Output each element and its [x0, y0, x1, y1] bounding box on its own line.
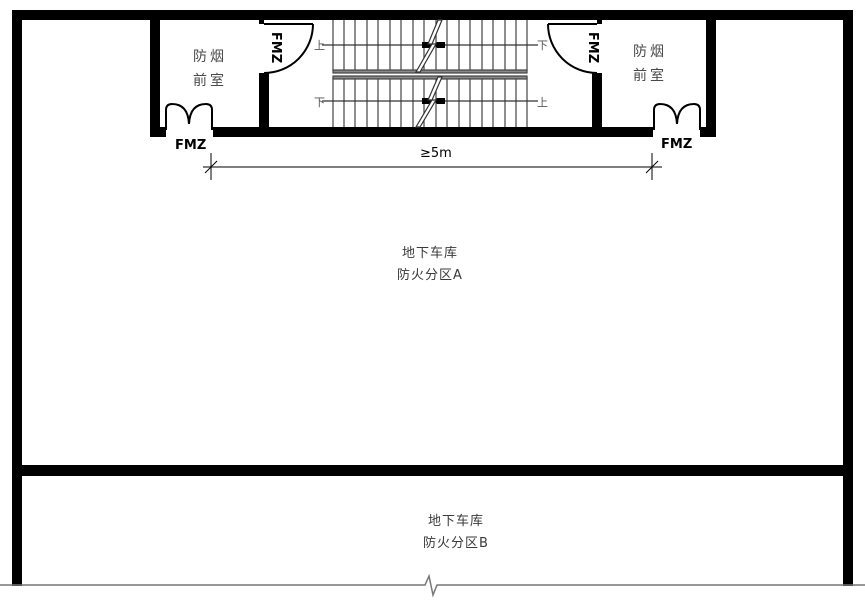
door-tag-right-bottom: FMZ	[661, 137, 693, 152]
zone-a-line2: 防火分区A	[397, 268, 463, 283]
zone-b-label: 地下车库 防火分区B	[386, 511, 526, 555]
stair-dir-upper-right: 下	[537, 39, 548, 52]
stair-dir-lower-right: 上	[537, 96, 548, 109]
zone-a-label: 地下车库 防火分区A	[360, 243, 500, 287]
stair-dir-lower-left: 下	[314, 96, 325, 109]
stair-arrows	[422, 42, 445, 104]
zone-a-line1: 地下车库	[401, 246, 458, 261]
door-tag-left-stair: FMZ	[268, 31, 284, 64]
zone-b-line1: 地下车库	[427, 514, 484, 529]
door-tag-right-stair: FMZ	[585, 31, 601, 64]
anteroom-left-line1: 防烟	[193, 49, 227, 65]
double-door-right	[653, 102, 701, 130]
core-walls	[150, 10, 716, 137]
double-door-left	[165, 102, 213, 130]
anteroom-right-line1: 防烟	[633, 44, 667, 60]
stair-dir-upper-left: 上	[314, 39, 325, 52]
outer-walls	[12, 10, 853, 586]
dimension-label: ≥5m	[420, 146, 452, 161]
anteroom-right-line2: 前室	[633, 68, 667, 84]
stair-break-lines	[414, 19, 443, 128]
stair-door-left	[263, 23, 314, 74]
anteroom-right-label: 防烟 前室	[612, 40, 688, 88]
anteroom-left-label: 防烟 前室	[172, 45, 248, 93]
zone-b-line2: 防火分区B	[423, 536, 489, 551]
dimension-line	[203, 153, 662, 180]
door-tag-left-bottom: FMZ	[175, 138, 207, 153]
stair-door-right	[547, 23, 598, 74]
anteroom-left-line2: 前室	[193, 73, 227, 89]
bottom-break-line	[0, 573, 865, 598]
